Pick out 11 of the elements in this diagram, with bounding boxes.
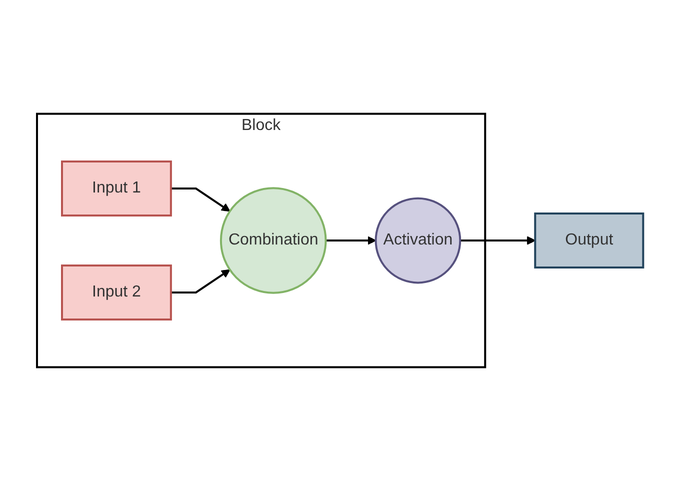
node-box [60,264,172,320]
node-box [60,160,172,216]
arrow [170,188,230,212]
cluster [36,112,486,368]
block-diagram: Block Input 1 Input 2 Combination Activation Output [28,0,652,481]
arrow [326,236,376,245]
node-circle [374,197,462,284]
node-circle [220,187,327,294]
node-box [534,212,644,268]
arrow [460,236,536,245]
arrow [170,269,230,294]
